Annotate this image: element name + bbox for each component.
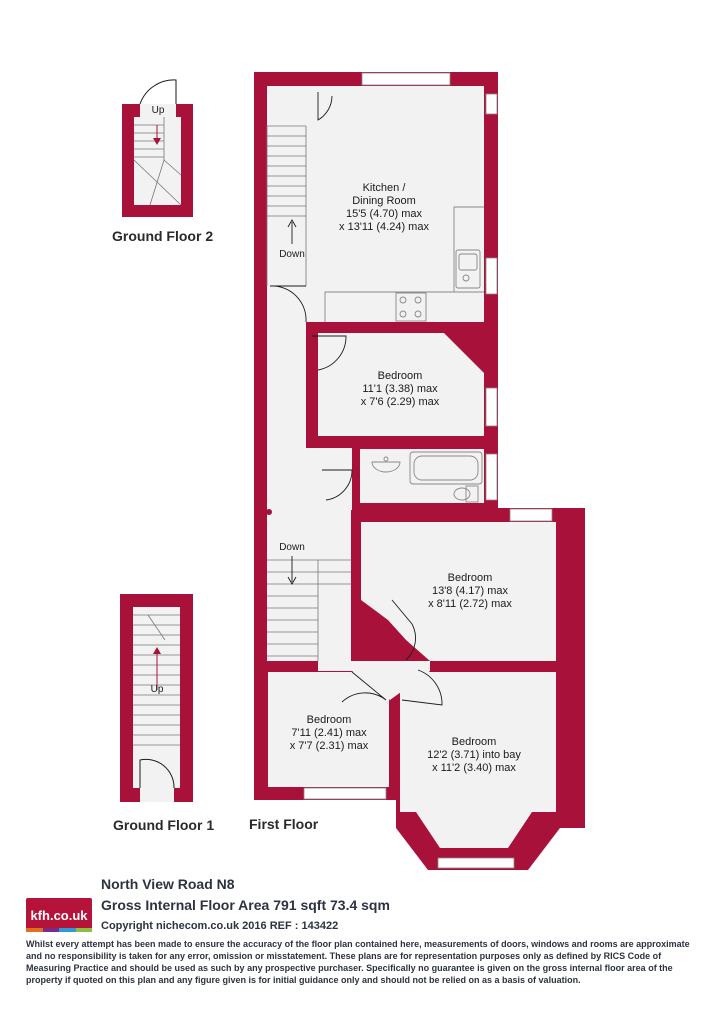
bedroom-3-label: Bedroom 7'11 (2.41) max x 7'7 (2.31) max — [290, 714, 369, 752]
kfh-logo: kfh.co.uk — [26, 898, 92, 932]
svg-text:Bedroom: Bedroom — [378, 370, 423, 382]
svg-text:13'8 (4.17) max: 13'8 (4.17) max — [432, 585, 509, 597]
svg-text:x 7'7 (2.31) max: x 7'7 (2.31) max — [290, 740, 369, 752]
bedroom-1-label: Bedroom 11'1 (3.38) max x 7'6 (2.29) max — [361, 370, 440, 408]
first-floor-plan: Down Down — [249, 72, 585, 870]
plan-footer: kfh.co.uk North View Road N8 Gross Inter… — [0, 870, 715, 1033]
logo-color-bar — [26, 928, 92, 932]
svg-text:x 8'11 (2.72) max: x 8'11 (2.72) max — [428, 598, 512, 610]
first-floor-label: First Floor — [249, 816, 319, 832]
svg-text:7'11 (2.41) max: 7'11 (2.41) max — [291, 727, 367, 739]
copyright-ref: Copyright nichecom.co.uk 2016 REF : 1434… — [101, 920, 339, 932]
bedroom-4-label: Bedroom 12'2 (3.71) into bay x 11'2 (3.4… — [427, 736, 521, 774]
bedroom-2-label: Bedroom 13'8 (4.17) max x 8'11 (2.72) ma… — [428, 572, 512, 610]
logo-bar-orange — [26, 928, 43, 932]
logo-bar-blue — [59, 928, 76, 932]
ground-floor-1-label: Ground Floor 1 — [113, 817, 214, 833]
ff-down-mid-label: Down — [279, 542, 305, 553]
svg-text:Bedroom: Bedroom — [307, 714, 352, 726]
gf2-up-label: Up — [152, 105, 165, 116]
floor-area: Gross Internal Floor Area 791 sqft 73.4 … — [101, 897, 390, 913]
svg-text:x 11'2 (3.40) max: x 11'2 (3.40) max — [432, 762, 516, 774]
svg-text:Dining Room: Dining Room — [352, 195, 416, 207]
svg-text:11'1 (3.38) max: 11'1 (3.38) max — [362, 383, 438, 395]
svg-text:15'5 (4.70) max: 15'5 (4.70) max — [346, 208, 423, 220]
ground-floor-2-label: Ground Floor 2 — [112, 228, 213, 244]
logo-bar-purple — [42, 928, 59, 932]
gf1-up-label: Up — [151, 684, 164, 695]
kitchen-dining-room-label: Kitchen / Dining Room 15'5 (4.70) max x … — [339, 182, 429, 233]
svg-text:x 13'11 (4.24) max: x 13'11 (4.24) max — [339, 221, 429, 233]
disclaimer-text: Whilst every attempt has been made to en… — [26, 939, 690, 985]
floor-plan-diagram: Up Ground Floor 2 Up Gr — [112, 72, 585, 870]
ground-floor-1-plan: Up Ground Floor 1 — [113, 594, 214, 833]
property-address: North View Road N8 — [101, 876, 235, 892]
ff-down-top-label: Down — [279, 249, 305, 260]
svg-text:Bedroom: Bedroom — [448, 572, 493, 584]
svg-text:12'2 (3.71) into bay: 12'2 (3.71) into bay — [427, 749, 521, 761]
svg-text:x 7'6 (2.29) max: x 7'6 (2.29) max — [361, 396, 440, 408]
svg-text:Bedroom: Bedroom — [452, 736, 497, 748]
logo-bar-green — [75, 928, 92, 932]
svg-text:Kitchen /: Kitchen / — [363, 182, 407, 194]
ground-floor-2-plan: Up Ground Floor 2 — [112, 79, 213, 244]
